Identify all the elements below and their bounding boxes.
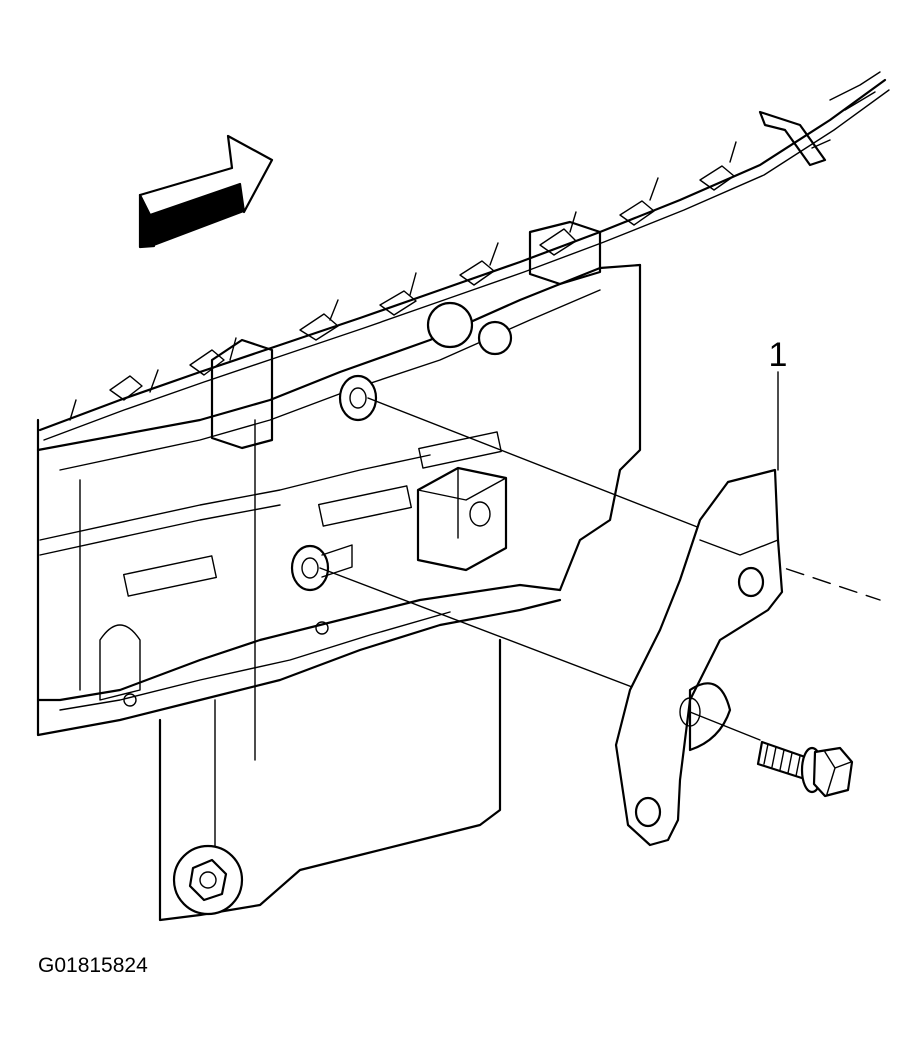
engine-block (36, 220, 642, 761)
oil-pan (36, 598, 562, 922)
callout-1: 1 (769, 336, 788, 471)
bolt (756, 740, 854, 798)
fuel-rail (38, 71, 890, 441)
callout-label-1: 1 (769, 336, 788, 374)
bracket-hole-lower (634, 796, 662, 828)
stud-upper (338, 374, 378, 422)
alignment-lines (319, 397, 881, 741)
direction-arrow-icon (138, 134, 274, 249)
stud-lower (290, 544, 353, 592)
figure-id: G01815824 (38, 954, 148, 977)
bracket-hole-upper (737, 566, 765, 598)
drain-plug (172, 844, 244, 916)
bracket (614, 468, 784, 847)
